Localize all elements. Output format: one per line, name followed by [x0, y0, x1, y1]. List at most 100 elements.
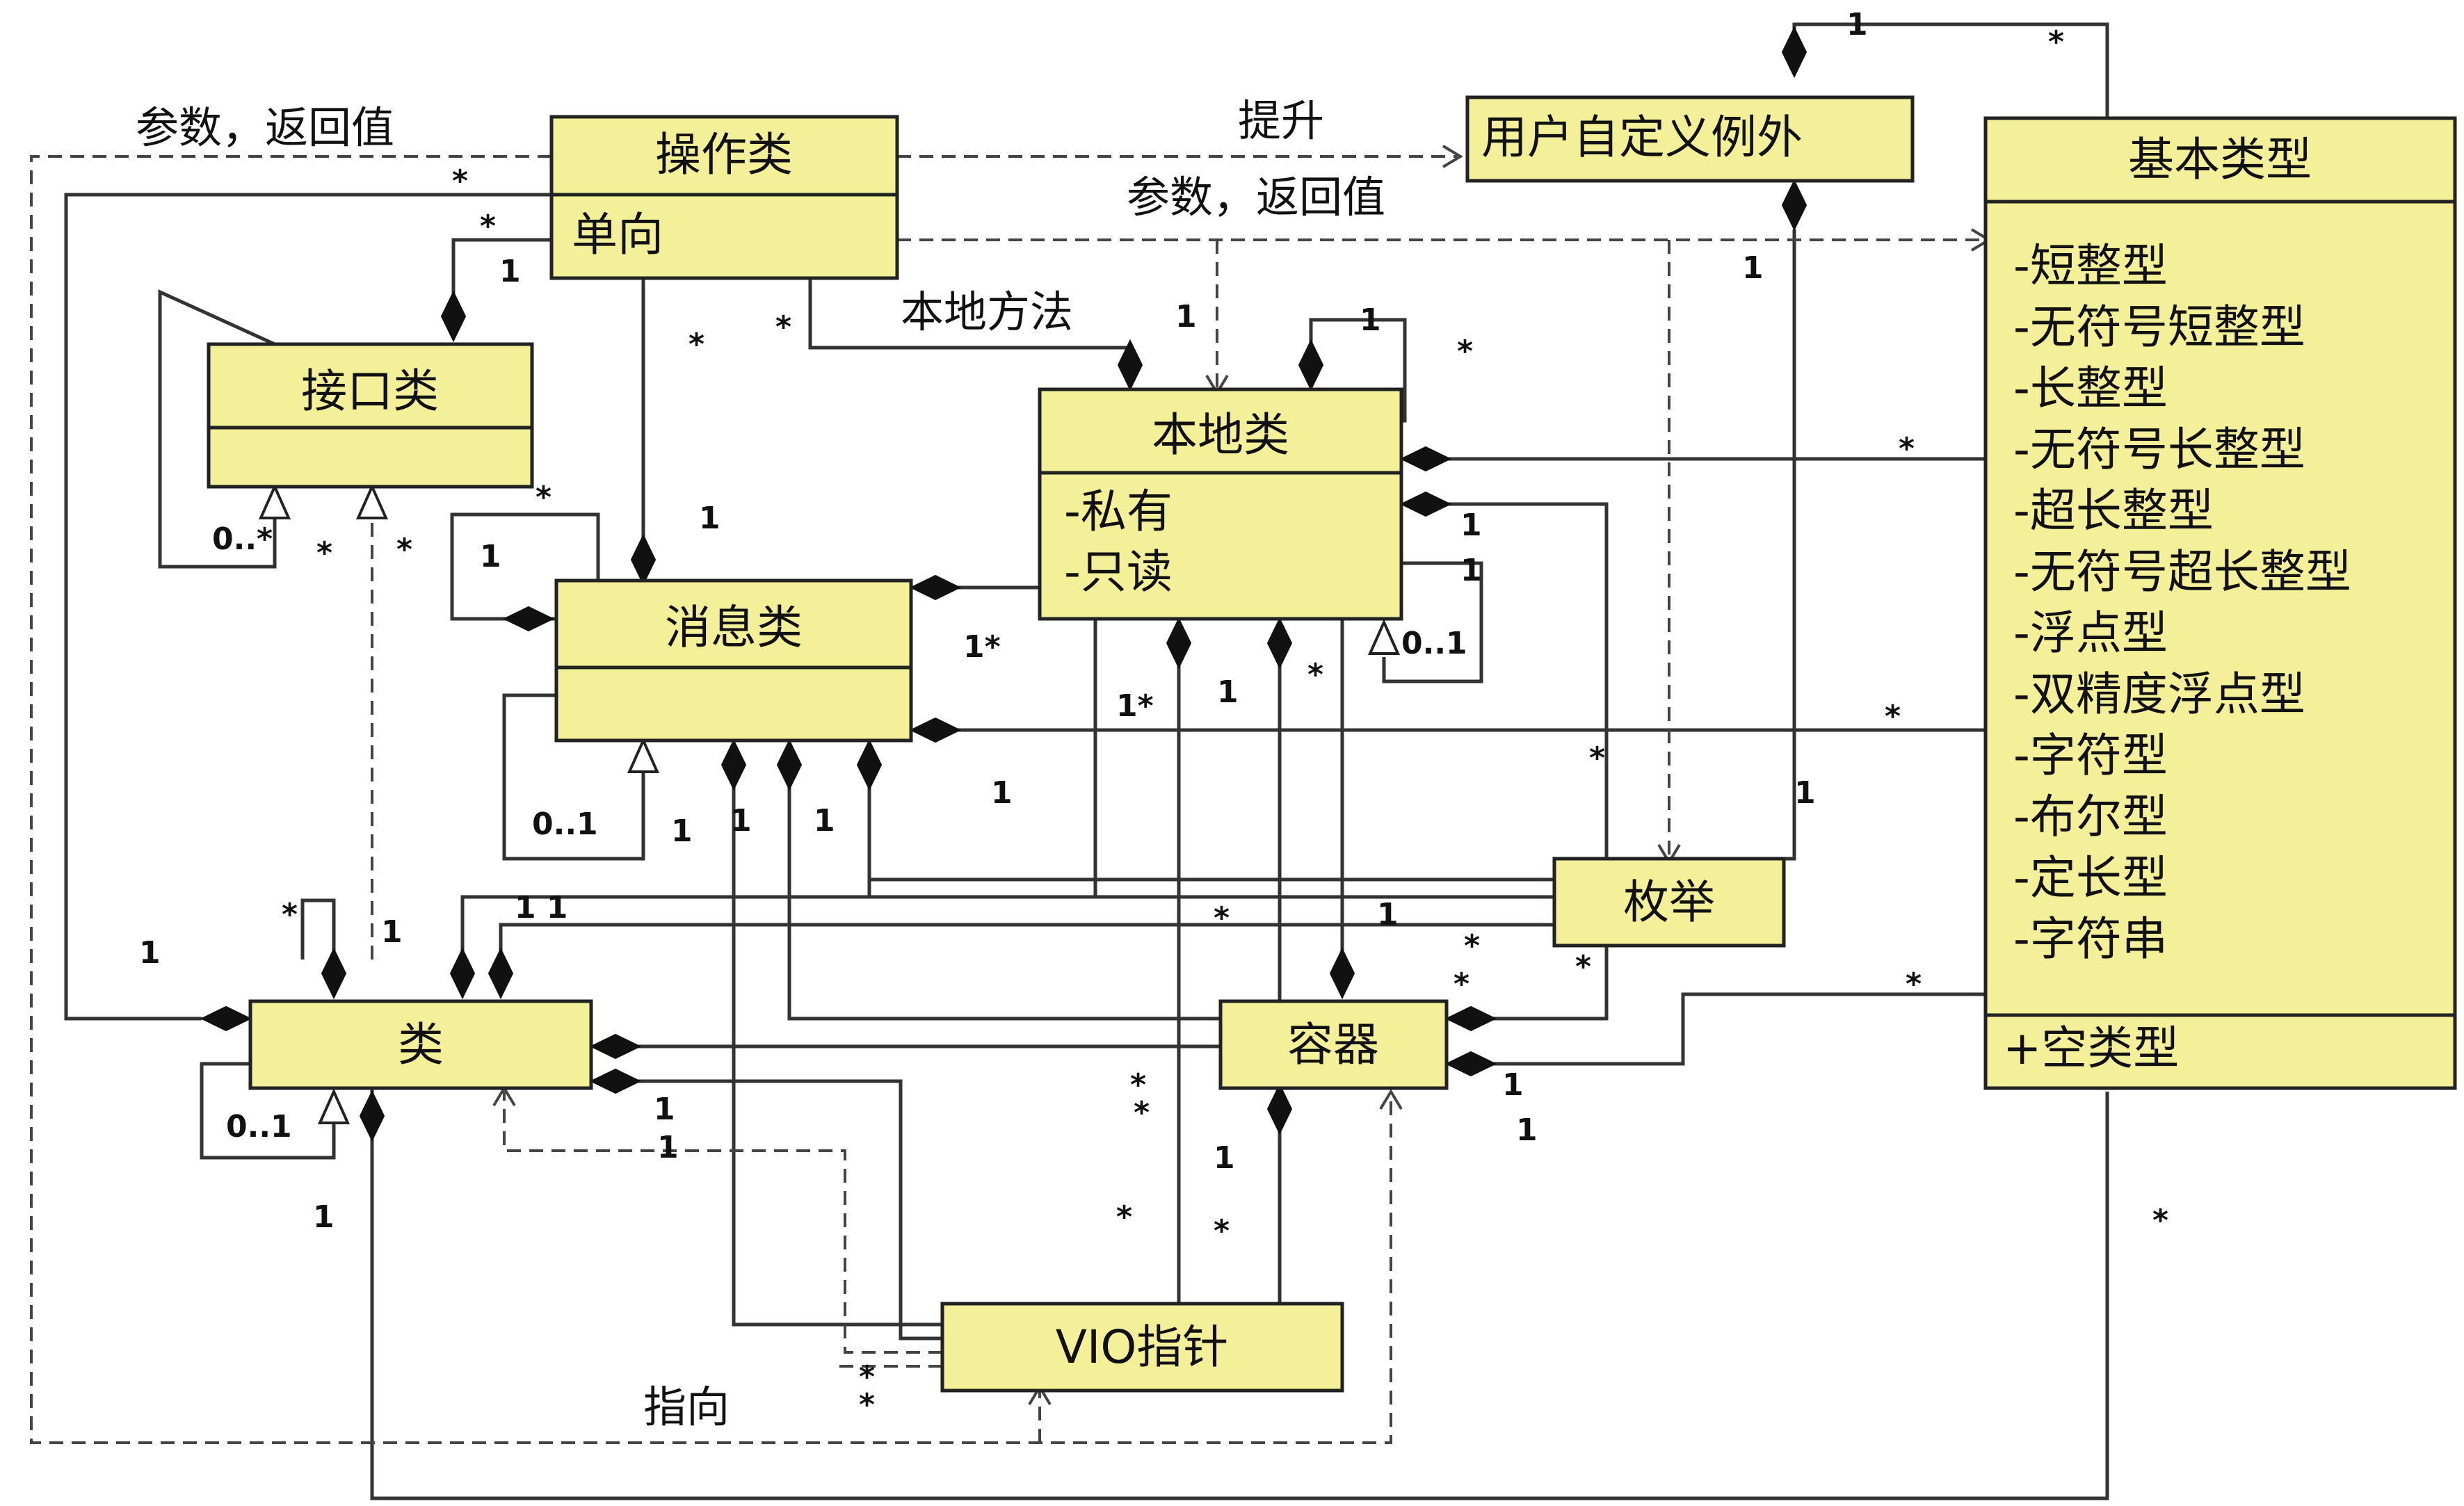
local-class-title: 本地类 [1152, 408, 1289, 462]
diamond-local-right-2 [1399, 491, 1452, 517]
diamond-class-left [200, 1005, 252, 1032]
mult-class-vio-1a: 1 [654, 1092, 675, 1127]
basic-type-attr-10: -布尔型 [2013, 790, 2168, 843]
basic-type-attr-5: -超长整型 [2013, 484, 2214, 537]
mult-op-star: * [452, 163, 468, 199]
mult-op-msg-star: * [689, 327, 704, 362]
basic-type-attr-12: -字符串 [2013, 912, 2168, 966]
basic-type-box: 基本类型 -短整型 -无符号短整型 -长整型 -无符号长整型 -超长整型 -无符… [1983, 116, 2457, 1090]
diamond-message-right-2 [909, 717, 962, 743]
mult-self-local-star: * [1457, 334, 1473, 369]
user-exception-box: 用户自定义例外 [1465, 95, 1915, 183]
mult-cont-1a: 1 [1502, 1067, 1524, 1103]
diamond-local-bottom-1 [1166, 617, 1192, 670]
diamond-message-bottom-2 [776, 738, 803, 791]
operation-class-title: 操作类 [655, 128, 793, 181]
assoc-local-self [1309, 318, 1407, 423]
generalization-triangles [258, 483, 1401, 1124]
diamond-class-top-2 [449, 947, 476, 1000]
label-points-to: 指向 [643, 1382, 730, 1432]
diamond-local-right-1 [1399, 446, 1452, 472]
basic-type-attr-7: -浮点型 [2013, 606, 2168, 660]
mult-msg-01-1: 1 [671, 813, 693, 849]
mult-exc-local-1: 1 [1742, 250, 1764, 286]
mult-vio-star2: * [1134, 1095, 1150, 1131]
message-class-title: 消息类 [665, 601, 803, 654]
local-class-box: 本地类 -私有 -只读 [1038, 387, 1403, 621]
mult-msg-class-1c: 1 [991, 775, 1013, 811]
mult-class-left-1: 1 [139, 935, 161, 971]
assoc-message-self [450, 512, 600, 621]
mult-op-if-1: 1 [499, 254, 521, 289]
mult-class-vio-1b: 1 [657, 1130, 679, 1165]
diamond-local-top-2 [1298, 339, 1324, 391]
mult-enum-1: 1 [1794, 775, 1816, 811]
diamond-message-bottom-3 [856, 738, 883, 791]
mult-msg-class-1b: 1 [814, 803, 835, 839]
triangle-interface-1 [258, 483, 291, 519]
label-promote: 提升 [1238, 95, 1324, 146]
diamond-class-top-1 [321, 947, 347, 1000]
mult-cont-vio-star: * [1214, 1213, 1230, 1249]
mult-cont-1b: 1 [1516, 1112, 1538, 1148]
dep-vio-class [503, 1092, 942, 1354]
basic-type-op-1: +空类型 [2003, 1021, 2179, 1075]
class-box: 类 [248, 999, 593, 1090]
mult-cont-star3: * [1575, 949, 1591, 985]
mult-local-class-1: 1 [1217, 674, 1239, 710]
mult-self-local-1: 1 [1360, 302, 1381, 338]
diamond-message-bottom-1 [720, 738, 747, 791]
enum-box: 枚举 [1552, 857, 1786, 948]
mult-cont-vio-1: 1 [1214, 1140, 1235, 1176]
mult-op-if-star: * [480, 209, 496, 244]
assoc-message-self-2 [502, 693, 645, 861]
composition-diamonds [200, 26, 1807, 1142]
basic-type-attr-2: -无符号短整型 [2013, 300, 2305, 354]
dep-operation-class-outer [30, 155, 1392, 1444]
assoc-message-container [787, 761, 1221, 1021]
mult-vio-star4: * [859, 1359, 875, 1395]
mult-exc-1: 1 [1846, 7, 1868, 42]
user-exception-title: 用户自定义例外 [1481, 111, 1803, 164]
label-params-return-2: 参数，返回值 [1127, 172, 1385, 222]
basic-type-attr-6: -无符号超长整型 [2013, 545, 2351, 599]
mult-class-1: 1 [381, 914, 403, 950]
arrowheads [492, 145, 1992, 1406]
mult-if-class-star: * [396, 532, 412, 567]
assoc-interface-self [158, 289, 277, 569]
basic-type-title: 基本类型 [2128, 133, 2312, 186]
triangle-class [317, 1088, 351, 1124]
message-class-box: 消息类 [554, 578, 913, 743]
mult-class-01: 0..1 [226, 1109, 292, 1144]
mult-vio-star5: * [859, 1387, 875, 1423]
mult-enum-class-star: * [1214, 900, 1230, 936]
mult-vio-star3: * [1116, 1199, 1132, 1235]
mult-class-star: * [282, 897, 298, 932]
diamond-exception-bottom [1781, 179, 1807, 232]
mult-local-star: * [1307, 657, 1323, 693]
diamond-container-bottom [1266, 1083, 1293, 1135]
mult-basic-local: * [1899, 431, 1915, 467]
mult-vio-star1: * [1130, 1067, 1146, 1103]
dashed-dependencies [30, 155, 1986, 1444]
mult-basic-bottom: * [2152, 1203, 2168, 1238]
label-local-method: 本地方法 [901, 286, 1073, 337]
assoc-class-self [300, 898, 336, 963]
diamond-exception-top [1781, 26, 1807, 79]
arrow-to-container [1379, 1089, 1403, 1110]
assoc-operation-interface [451, 238, 551, 306]
assoc-message-enum [867, 751, 1554, 882]
mult-op-local-star: * [775, 309, 791, 345]
triangle-message [627, 737, 660, 773]
mult-enum-star: * [1589, 740, 1605, 776]
basic-type-attr-4: -无符号长整型 [2013, 423, 2305, 476]
mult-op-local-1: 1 [1175, 299, 1197, 334]
vio-pointer-title: VIO指针 [1056, 1320, 1229, 1374]
interface-class-box: 接口类 [207, 342, 534, 489]
diamond-class-right-1 [589, 1033, 642, 1060]
diamond-local-bottom-2 [1266, 617, 1293, 670]
assoc-message-vio [732, 761, 942, 1327]
mult-enum-class-1: 1 [1377, 897, 1399, 932]
diamond-class-bottom [359, 1090, 385, 1142]
assoc-class-self-2 [200, 1062, 336, 1160]
